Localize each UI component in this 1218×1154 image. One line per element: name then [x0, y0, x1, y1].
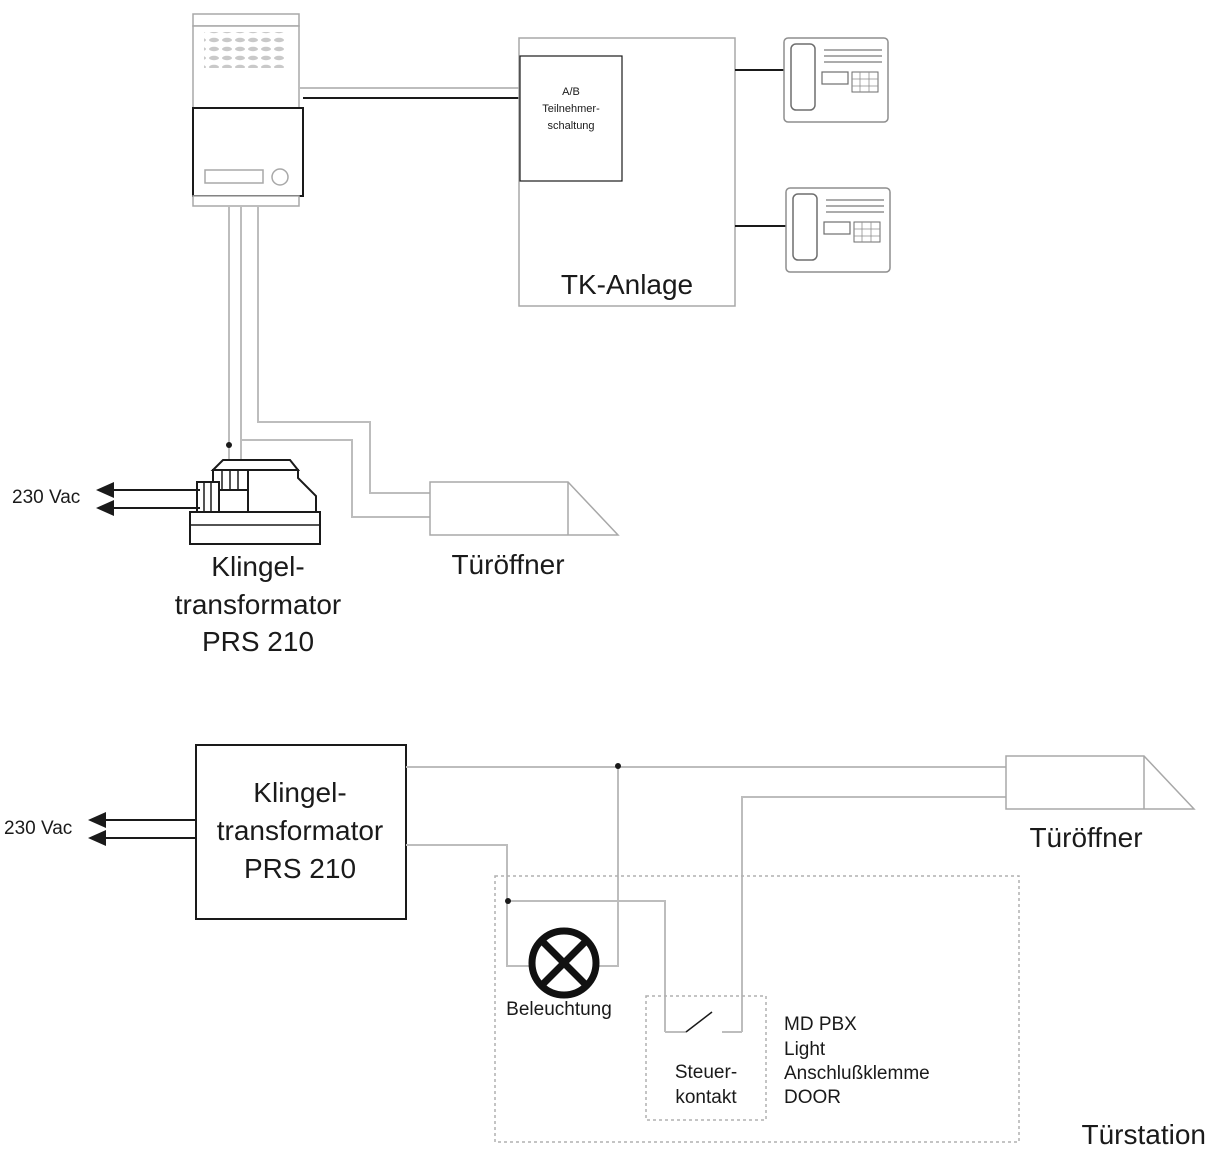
transformer-label-line1: Klingel-	[253, 777, 346, 808]
telephone-icon	[783, 37, 889, 123]
station-label: Türstation	[1082, 1119, 1207, 1150]
lamp-icon	[528, 927, 600, 999]
lamp-label: Beleuchtung	[506, 999, 612, 1020]
opener-label: Türöffner	[1029, 822, 1142, 853]
transformer-label-line1: Klingel-	[211, 551, 304, 582]
arrow-left-icon	[88, 830, 106, 846]
control-contact-box	[645, 995, 767, 1121]
door-opener-icon	[1005, 755, 1196, 810]
bottom-wiring	[406, 763, 1006, 1033]
opener-label: Türöffner	[451, 549, 564, 580]
info-line2: Light	[784, 1039, 826, 1060]
door-intercom-module	[192, 13, 304, 207]
mains-arrows	[88, 812, 196, 846]
door-opener-icon	[429, 481, 620, 536]
transformer-label-line2: transformator	[175, 589, 342, 620]
speaker-grille-icon	[204, 32, 286, 68]
info-line1: MD PBX	[784, 1014, 857, 1035]
arrow-left-icon	[88, 812, 106, 828]
door-station-boundary	[494, 875, 1020, 1143]
switch-contact-icon	[685, 1011, 713, 1033]
transformer-label-line3: PRS 210	[244, 853, 356, 884]
transformer-box	[195, 744, 407, 920]
arrow-left-icon	[96, 482, 114, 498]
module-down-wires	[226, 206, 430, 518]
contact-label-line1: Steuer-	[675, 1062, 737, 1083]
voltage-label: 230 Vac	[4, 818, 72, 839]
info-line3: Anschlußklemme	[784, 1063, 930, 1084]
module-to-pbx-wire	[299, 87, 519, 99]
arrow-left-icon	[96, 500, 114, 516]
ab-label-line1: A/B	[562, 86, 580, 98]
ab-label-line2: Teilnehmer-	[542, 103, 600, 115]
mains-arrows	[96, 482, 200, 516]
top-diagram: A/B Teilnehmer- schaltung TK-Anlage	[12, 13, 891, 657]
pbx-box: A/B Teilnehmer- schaltung TK-Anlage	[518, 37, 736, 307]
contact-label-line2: kontakt	[675, 1087, 737, 1108]
voltage-label: 230 Vac	[12, 487, 80, 508]
transformer-label-line2: transformator	[217, 815, 384, 846]
telephone-icon	[785, 187, 891, 273]
bottom-diagram: 230 Vac Klingel- transformator PRS 210 B…	[4, 744, 1207, 1150]
transformer-device-icon	[189, 459, 321, 545]
ab-label-line3: schaltung	[547, 120, 594, 132]
transformer-label-line3: PRS 210	[202, 626, 314, 657]
pbx-label: TK-Anlage	[561, 269, 693, 300]
info-line4: DOOR	[784, 1087, 841, 1108]
